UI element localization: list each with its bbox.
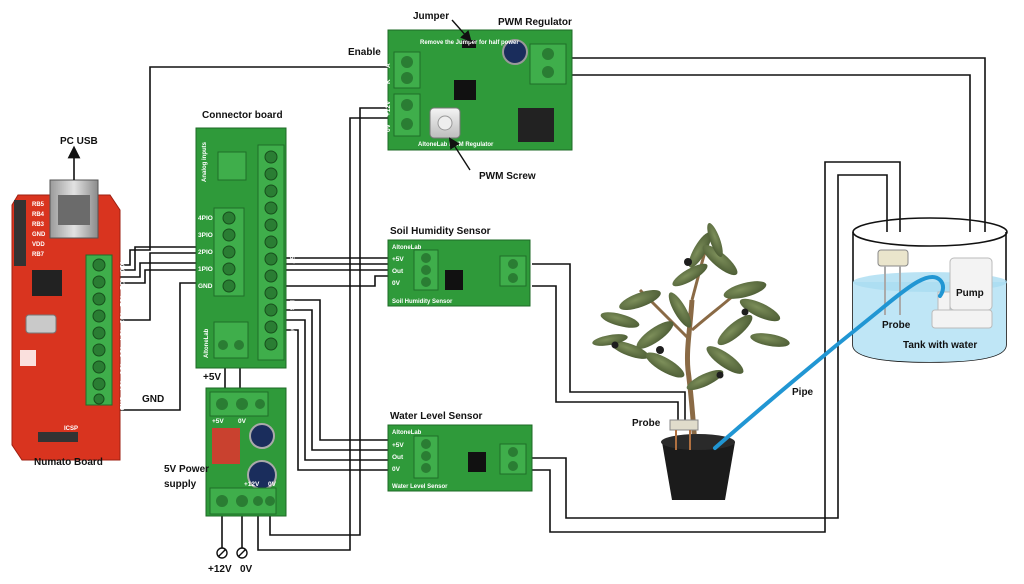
svg-text:IN3: IN3 [288, 300, 295, 311]
jumper-pointer [451, 19, 472, 43]
soil-board-name: Soil Humidity Sensor [392, 299, 453, 305]
svg-text:IO1: IO1 [118, 279, 125, 290]
svg-text:Out: Out [392, 268, 404, 275]
pwm-pin-labels: A K +12V 0V [385, 63, 392, 132]
connector-board-label: Connector board [202, 110, 283, 121]
svg-text:GND: GND [118, 396, 125, 411]
svg-text:+12V: +12V [385, 100, 392, 116]
svg-text:+5V: +5V [392, 256, 404, 263]
water-tank [852, 217, 1008, 363]
tank-probe [877, 249, 909, 267]
svg-text:IO3: IO3 [118, 313, 125, 324]
svg-text:0V: 0V [392, 280, 401, 287]
plant-pot [662, 442, 735, 500]
svg-text:OUT: OUT [288, 325, 295, 339]
svg-text:RB5: RB5 [32, 202, 45, 208]
numato-board-label: Numato Board [34, 457, 103, 468]
water-altonelab: AltoneLab [392, 430, 422, 436]
svg-text:1PIO: 1PIO [198, 266, 213, 273]
svg-text:IO0: IO0 [118, 262, 125, 273]
supply-terminal-12v [216, 547, 228, 559]
supply-terminal-0v [236, 547, 248, 559]
wires [115, 57, 986, 551]
usb-chip [32, 270, 62, 296]
svg-text:IO4: IO4 [118, 330, 125, 341]
analog-inputs-label: Analog inputs [202, 141, 208, 182]
svg-text:VDD: VDD [32, 242, 45, 248]
svg-text:3PIO: 3PIO [198, 232, 213, 239]
gnd-label: GND [142, 394, 165, 405]
pc-usb-label: PC USB [60, 136, 98, 147]
pwm-screw-pointer [448, 137, 471, 171]
svg-text:GND: GND [198, 283, 213, 290]
svg-text:IO6: IO6 [118, 364, 125, 375]
icsp-label: ICSP [64, 426, 78, 432]
svg-text:+5V: +5V [212, 418, 224, 425]
svg-text:0V: 0V [268, 481, 277, 488]
psu-label: 5V Power supply [164, 464, 210, 490]
svg-text:0V: 0V [385, 123, 392, 132]
soil-sensor-label: Soil Humidity Sensor [390, 226, 491, 237]
pwm-screw-label: PWM Screw [479, 171, 536, 182]
plant-probe [669, 419, 699, 431]
jumper-label: Jumper [413, 11, 450, 22]
svg-text:4PIO: 4PIO [198, 215, 213, 222]
svg-text:K: K [385, 79, 392, 84]
power-supply-board: +5V 0V +12V 0V [205, 387, 287, 517]
connector-board: Analog inputs 4PIO 3PIO 2PIO 1PIO GND +5… [195, 127, 295, 369]
soil-humidity-sensor-board: AltoneLab Soil Humidity Sensor +5V Out 0… [387, 239, 531, 307]
plant-probe-label: Probe [632, 418, 661, 429]
svg-text:RB3: RB3 [32, 222, 45, 228]
pwm-capacitor [502, 39, 528, 65]
pwm-jumper [462, 40, 476, 48]
psu-pin-labels: +5V 0V +12V 0V [212, 418, 277, 488]
water-pin-labels: +5V Out 0V [392, 442, 404, 473]
soil-altonelab: AltoneLab [392, 245, 422, 251]
pwm-jumper-note: Remove the Jumper for half power [420, 40, 519, 46]
svg-text:Out: Out [392, 454, 404, 461]
svg-text:0V: 0V [238, 418, 247, 425]
numato-io-labels: IO0 IO1 IO2 IO3 IO4 IO5 IO6 IO7 GND [118, 262, 125, 411]
connector-term-labels: +5V 0V IN1 IN2 +5V 0V IN3 OUT [288, 160, 295, 339]
pwm-regulator-board: Remove the Jumper for half power AltoneL… [385, 29, 573, 151]
svg-text:0V: 0V [288, 272, 295, 281]
svg-text:RB7: RB7 [32, 252, 45, 258]
svg-text:0V: 0V [288, 182, 295, 191]
connector-altonelab: AltoneLab [204, 328, 210, 358]
svg-text:2PIO: 2PIO [198, 249, 213, 256]
svg-text:A: A [385, 63, 392, 68]
plant-illustration [592, 222, 790, 500]
enable-label: Enable [348, 47, 381, 58]
connector-left-labels: 4PIO 3PIO 2PIO 1PIO GND [198, 215, 213, 290]
water-pipe [713, 274, 945, 450]
zero-v-label: 0V [240, 564, 253, 575]
svg-text:IO2: IO2 [118, 296, 125, 307]
svg-text:+5V: +5V [392, 442, 404, 449]
water-sensor-label: Water Level Sensor [390, 411, 483, 422]
svg-text:RB4: RB4 [32, 212, 45, 218]
water-level-sensor-board: AltoneLab Water Level Sensor +5V Out 0V [387, 424, 533, 492]
numato-side-labels: RB5 RB4 RB3 GND VDD RB7 [32, 202, 46, 258]
numato-board: RB5 RB4 RB3 GND VDD RB7 IO0 IO1 IO2 IO3 … [11, 179, 125, 461]
psu-capacitor-1 [249, 423, 275, 449]
svg-text:IN2: IN2 [288, 218, 295, 229]
water-board-name: Water Level Sensor [392, 484, 448, 490]
plus5v-label: +5V [203, 372, 222, 383]
svg-text:+5V: +5V [288, 160, 295, 172]
pump-label: Pump [956, 288, 984, 299]
svg-text:GND: GND [32, 232, 46, 238]
tank-probe-label: Probe [882, 320, 911, 331]
svg-text:IO5: IO5 [118, 347, 125, 358]
pwm-regulator-label: PWM Regulator [498, 17, 572, 28]
tank-label: Tank with water [903, 340, 978, 351]
svg-text:IO7: IO7 [118, 381, 125, 392]
svg-text:+12V: +12V [244, 481, 260, 488]
svg-text:+5V: +5V [288, 252, 295, 264]
soil-pin-labels: +5V Out 0V [392, 256, 404, 287]
plus12v-label: +12V [208, 564, 232, 575]
svg-text:IN1: IN1 [288, 200, 295, 211]
pipe-label: Pipe [792, 387, 814, 398]
svg-text:0V: 0V [392, 466, 401, 473]
